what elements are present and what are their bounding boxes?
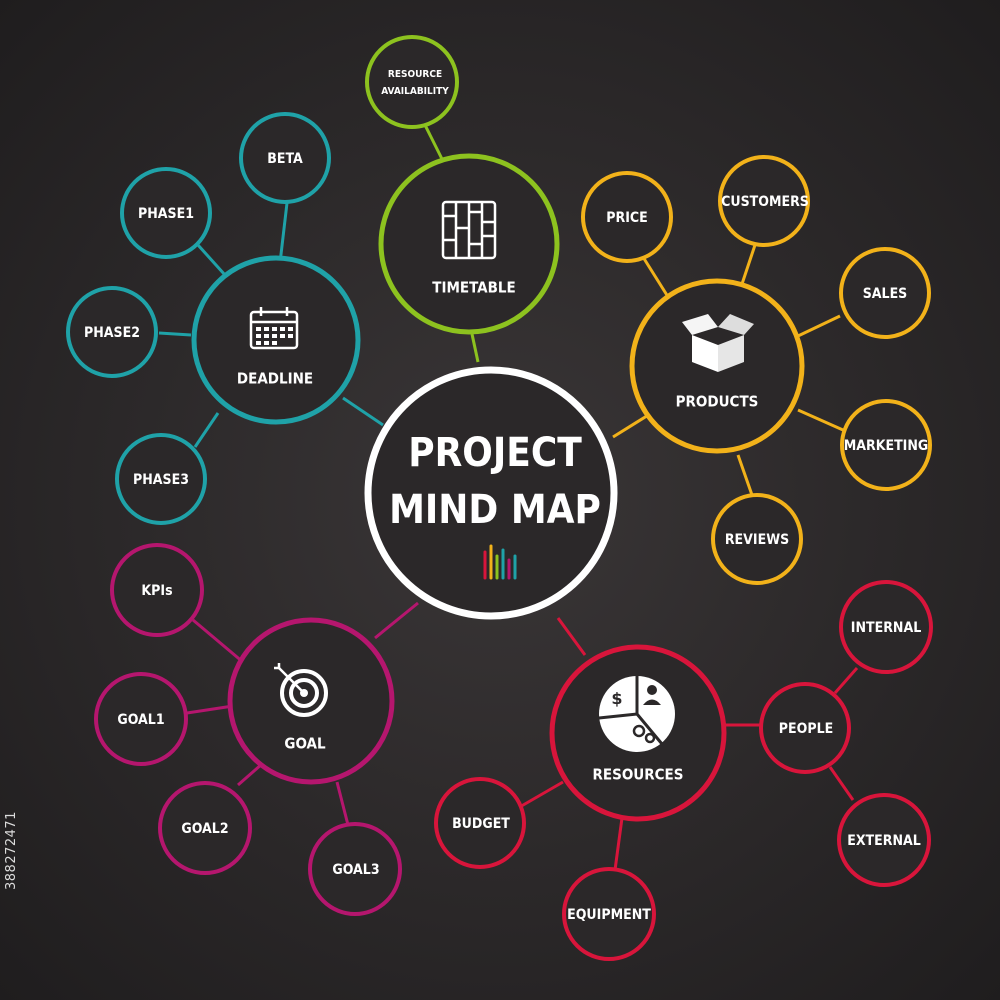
leaf-customers[interactable]: CUSTOMERS bbox=[718, 155, 810, 247]
timetable-grid-icon bbox=[441, 200, 497, 260]
leaf-equipment-label: EQUIPMENT bbox=[567, 907, 651, 923]
hub-resources-label: RESOURCES bbox=[593, 766, 684, 784]
connector-deadline-beta bbox=[278, 202, 289, 264]
connector-goal-goal3 bbox=[335, 781, 350, 826]
connector-center-deadline bbox=[342, 396, 384, 427]
leaf-goal2[interactable]: GOAL2 bbox=[158, 781, 252, 875]
leaf-phase3[interactable]: PHASE3 bbox=[115, 433, 207, 525]
bar-chart-icon bbox=[483, 544, 517, 580]
leaf-price-label: PRICE bbox=[606, 210, 647, 226]
connector-deadline-phase1 bbox=[196, 243, 227, 277]
hub-goal[interactable]: GOAL bbox=[227, 617, 395, 785]
connector-goal-goal1 bbox=[186, 704, 234, 715]
leaf-internal-label: INTERNAL bbox=[851, 620, 921, 636]
connector-center-products bbox=[612, 412, 651, 439]
connector-products-reviews bbox=[736, 454, 754, 496]
leaf-budget-label: BUDGET bbox=[452, 816, 510, 832]
calendar-icon bbox=[249, 307, 299, 350]
hub-resources[interactable]: $ RESOURCES bbox=[549, 644, 727, 822]
leaf-internal[interactable]: INTERNAL bbox=[839, 580, 933, 674]
leaf-beta[interactable]: BETA bbox=[239, 112, 331, 204]
center-title-line2: MIND MAP bbox=[389, 487, 601, 533]
leaf-phase2-label: PHASE2 bbox=[84, 325, 140, 341]
leaf-phase2[interactable]: PHASE2 bbox=[66, 286, 158, 378]
leaf-external-label: EXTERNAL bbox=[847, 833, 921, 849]
connector-people-internal bbox=[833, 667, 859, 694]
hub-products[interactable]: PRODUCTS bbox=[629, 278, 805, 454]
center-title-line1: PROJECT bbox=[408, 430, 582, 476]
connectors bbox=[158, 124, 859, 871]
hub-products-label: PRODUCTS bbox=[676, 393, 759, 411]
leaf-kpis[interactable]: KPIs bbox=[110, 543, 204, 637]
open-box-icon bbox=[682, 314, 754, 372]
leaf-reviews-label: REVIEWS bbox=[725, 532, 789, 548]
leaf-people[interactable]: PEOPLE bbox=[759, 682, 851, 774]
connector-deadline-phase3 bbox=[193, 412, 220, 448]
leaf-customers-label: CUSTOMERS bbox=[721, 194, 809, 210]
hub-timetable-label: TIMETABLE bbox=[432, 279, 515, 297]
leaf-phase3-label: PHASE3 bbox=[133, 472, 189, 488]
leaf-goal3-label: GOAL3 bbox=[332, 862, 379, 878]
leaf-goal1[interactable]: GOAL1 bbox=[94, 672, 188, 766]
target-icon bbox=[274, 663, 328, 717]
leaf-reviews[interactable]: REVIEWS bbox=[711, 493, 803, 585]
connector-deadline-phase2 bbox=[158, 331, 192, 337]
leaf-goal3[interactable]: GOAL3 bbox=[308, 822, 402, 916]
connector-center-goal bbox=[374, 601, 419, 640]
leaf-goal2-label: GOAL2 bbox=[181, 821, 228, 837]
leaf-kpis-label: KPIs bbox=[141, 583, 172, 599]
leaf-marketing-label: MARKETING bbox=[844, 438, 929, 454]
leaf-beta-label: BETA bbox=[267, 151, 303, 167]
connector-goal-goal2 bbox=[237, 762, 263, 787]
leaf-goal1-label: GOAL1 bbox=[117, 712, 164, 728]
leaf-resource-availability-line2: AVAILABILITY bbox=[381, 86, 449, 97]
leaf-external[interactable]: EXTERNAL bbox=[837, 793, 931, 887]
leaf-people-label: PEOPLE bbox=[779, 721, 833, 737]
leaf-marketing[interactable]: MARKETING bbox=[840, 399, 932, 491]
connector-resources-budget bbox=[517, 780, 564, 810]
connector-center-resources bbox=[556, 617, 587, 656]
leaf-sales-label: SALES bbox=[863, 286, 908, 302]
hub-timetable[interactable]: TIMETABLE bbox=[378, 153, 560, 335]
pie-chart-resources-icon: $ bbox=[598, 676, 675, 752]
leaf-resource-availability[interactable]: RESOURCE AVAILABILITY bbox=[365, 35, 459, 129]
center-node[interactable]: PROJECT MIND MAP bbox=[364, 366, 618, 620]
leaf-resource-availability-line1: RESOURCE bbox=[388, 69, 442, 80]
connector-people-external bbox=[828, 766, 855, 801]
connector-products-sales bbox=[797, 314, 841, 338]
svg-text:$: $ bbox=[611, 689, 622, 708]
leaf-budget[interactable]: BUDGET bbox=[434, 777, 526, 869]
hub-deadline-label: DEADLINE bbox=[237, 370, 313, 388]
leaf-price[interactable]: PRICE bbox=[581, 171, 673, 263]
hub-goal-label: GOAL bbox=[284, 735, 326, 753]
connector-center-timetable bbox=[470, 333, 480, 363]
leaf-equipment[interactable]: EQUIPMENT bbox=[562, 867, 656, 961]
stock-id-label: 388272471 bbox=[4, 811, 19, 890]
leaf-phase1-label: PHASE1 bbox=[138, 206, 194, 222]
connector-products-price bbox=[641, 256, 672, 301]
leaf-sales[interactable]: SALES bbox=[839, 247, 931, 339]
leaf-phase1[interactable]: PHASE1 bbox=[120, 167, 212, 259]
connector-resources-equipment bbox=[613, 817, 624, 871]
connector-products-marketing bbox=[797, 408, 844, 432]
hub-deadline[interactable]: DEADLINE bbox=[191, 255, 361, 425]
